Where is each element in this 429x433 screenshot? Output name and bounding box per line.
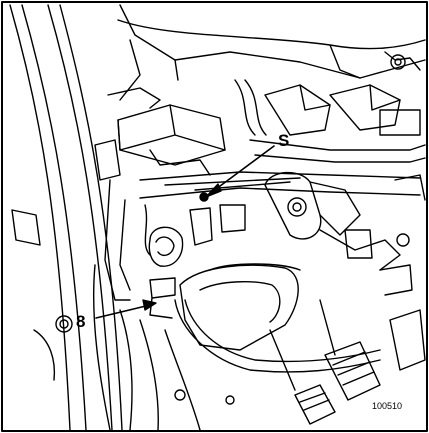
lower-wiring xyxy=(174,299,381,405)
callout-8-arrow xyxy=(95,299,157,319)
steering-column xyxy=(264,171,413,296)
upper-right-components xyxy=(234,79,426,201)
callout-8-label: 8 xyxy=(76,312,86,331)
callout-s-label: S xyxy=(278,131,290,150)
lower-panel xyxy=(93,263,301,431)
dashboard-top xyxy=(117,4,426,101)
central-module xyxy=(94,87,226,181)
pedals xyxy=(269,299,426,425)
callout-s-arrow xyxy=(199,145,275,202)
cross-beam xyxy=(139,171,421,199)
door-pillar xyxy=(9,4,123,431)
bolt-8-icon xyxy=(55,315,73,333)
left-bracket xyxy=(104,179,246,301)
figure-reference-number: 100510 xyxy=(372,401,403,411)
